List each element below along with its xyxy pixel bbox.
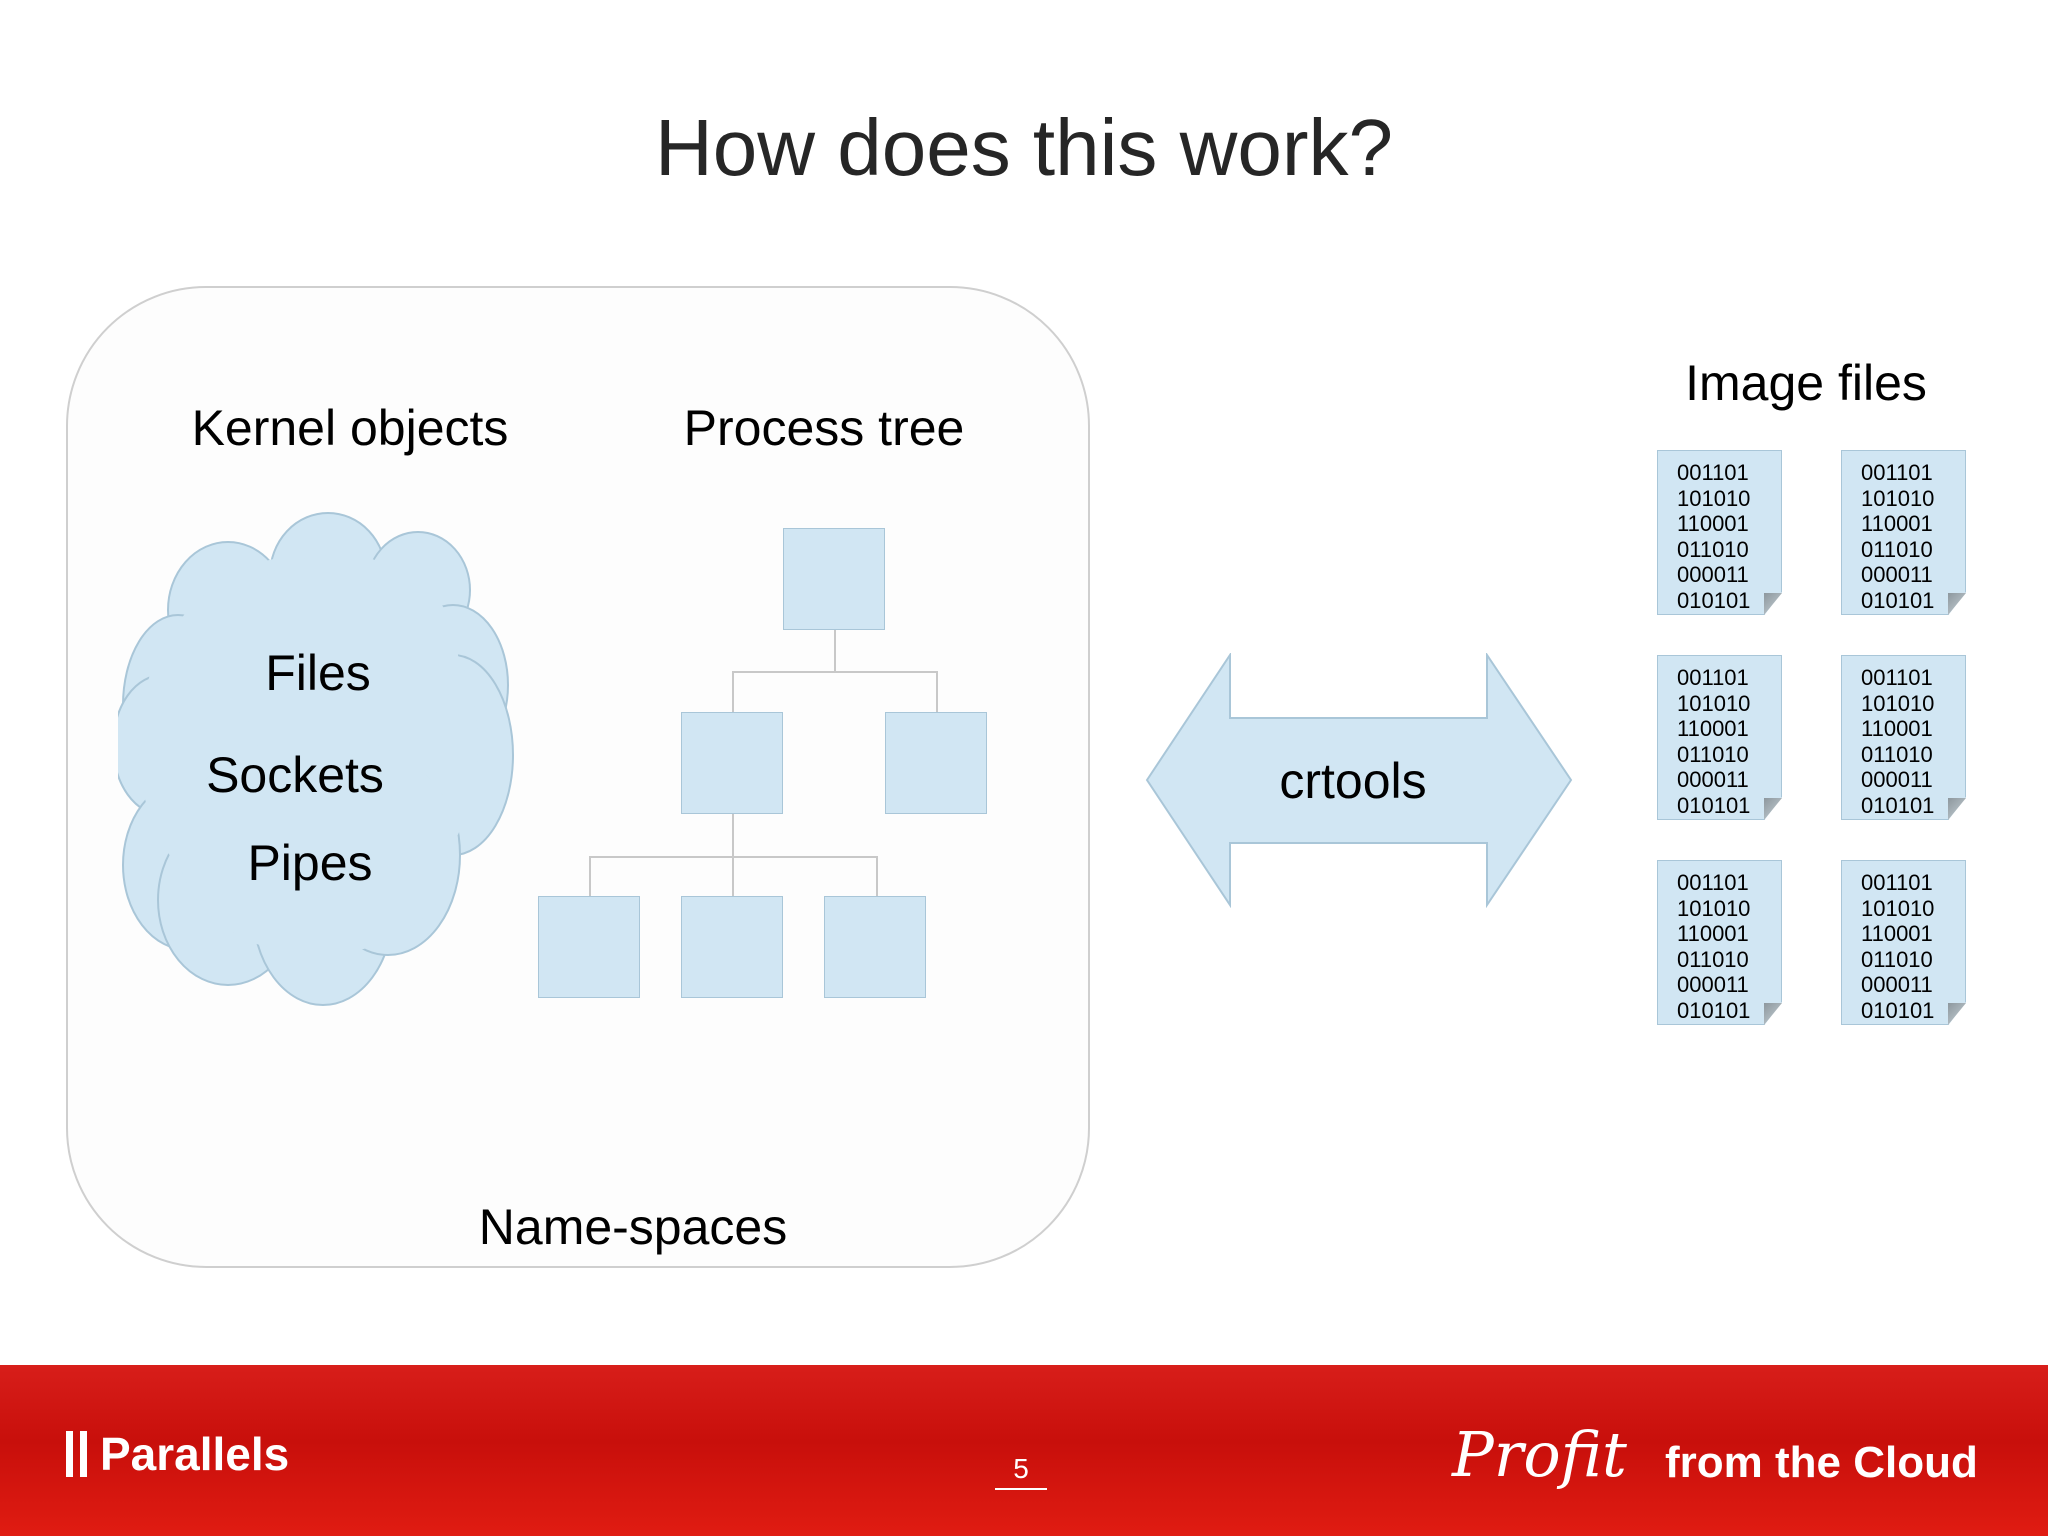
brand-name: Parallels: [100, 1428, 290, 1480]
process-node: [681, 712, 783, 814]
page-number-underline: [995, 1488, 1047, 1490]
footer-bar: [0, 1365, 2048, 1536]
cloud-item-sockets: Sockets: [206, 747, 384, 803]
crtools-label: crtools: [1279, 753, 1427, 809]
process-node: [783, 528, 885, 630]
process-node: [824, 896, 926, 998]
tree-connector: [876, 856, 878, 896]
page-fold-icon: [1948, 593, 1966, 615]
process-tree-heading: Process tree: [683, 400, 965, 456]
tree-connector: [936, 671, 938, 712]
slide-title: How does this work?: [654, 103, 1394, 192]
tree-connector: [732, 856, 734, 896]
kernel-objects-cloud: [118, 512, 514, 1006]
logo-bar-icon: [66, 1431, 73, 1477]
cloud-item-pipes: Pipes: [247, 835, 373, 891]
tree-connector: [732, 814, 734, 856]
image-file: 001101 101010 110001 011010 000011 01010…: [1657, 860, 1782, 1025]
process-node: [885, 712, 987, 814]
page-fold-icon: [1948, 798, 1966, 820]
image-file: 001101 101010 110001 011010 000011 01010…: [1841, 655, 1966, 820]
tagline: from the Cloud: [1665, 1438, 1978, 1487]
namespaces-label: Name-spaces: [478, 1199, 788, 1255]
page-fold-icon: [1764, 1003, 1782, 1025]
process-node: [538, 896, 640, 998]
image-file: 001101 101010 110001 011010 000011 01010…: [1657, 450, 1782, 615]
page-fold-icon: [1764, 593, 1782, 615]
page-fold-icon: [1764, 798, 1782, 820]
kernel-objects-heading: Kernel objects: [191, 400, 509, 456]
page-fold-icon: [1948, 1003, 1966, 1025]
tree-connector: [589, 856, 591, 896]
double-arrow-icon: [1145, 653, 1573, 908]
image-file: 001101 101010 110001 011010 000011 01010…: [1841, 860, 1966, 1025]
tree-connector: [834, 629, 836, 671]
tree-connector: [732, 671, 734, 712]
cloud-item-files: Files: [265, 645, 371, 701]
image-files-heading: Image files: [1685, 355, 1927, 411]
logo-bar-icon: [80, 1431, 87, 1477]
tagline-script: Profit: [1452, 1418, 1627, 1491]
tree-connector: [732, 671, 937, 673]
image-file: 001101 101010 110001 011010 000011 01010…: [1841, 450, 1966, 615]
image-file: 001101 101010 110001 011010 000011 01010…: [1657, 655, 1782, 820]
process-node: [681, 896, 783, 998]
page-number: 5: [1013, 1453, 1029, 1484]
